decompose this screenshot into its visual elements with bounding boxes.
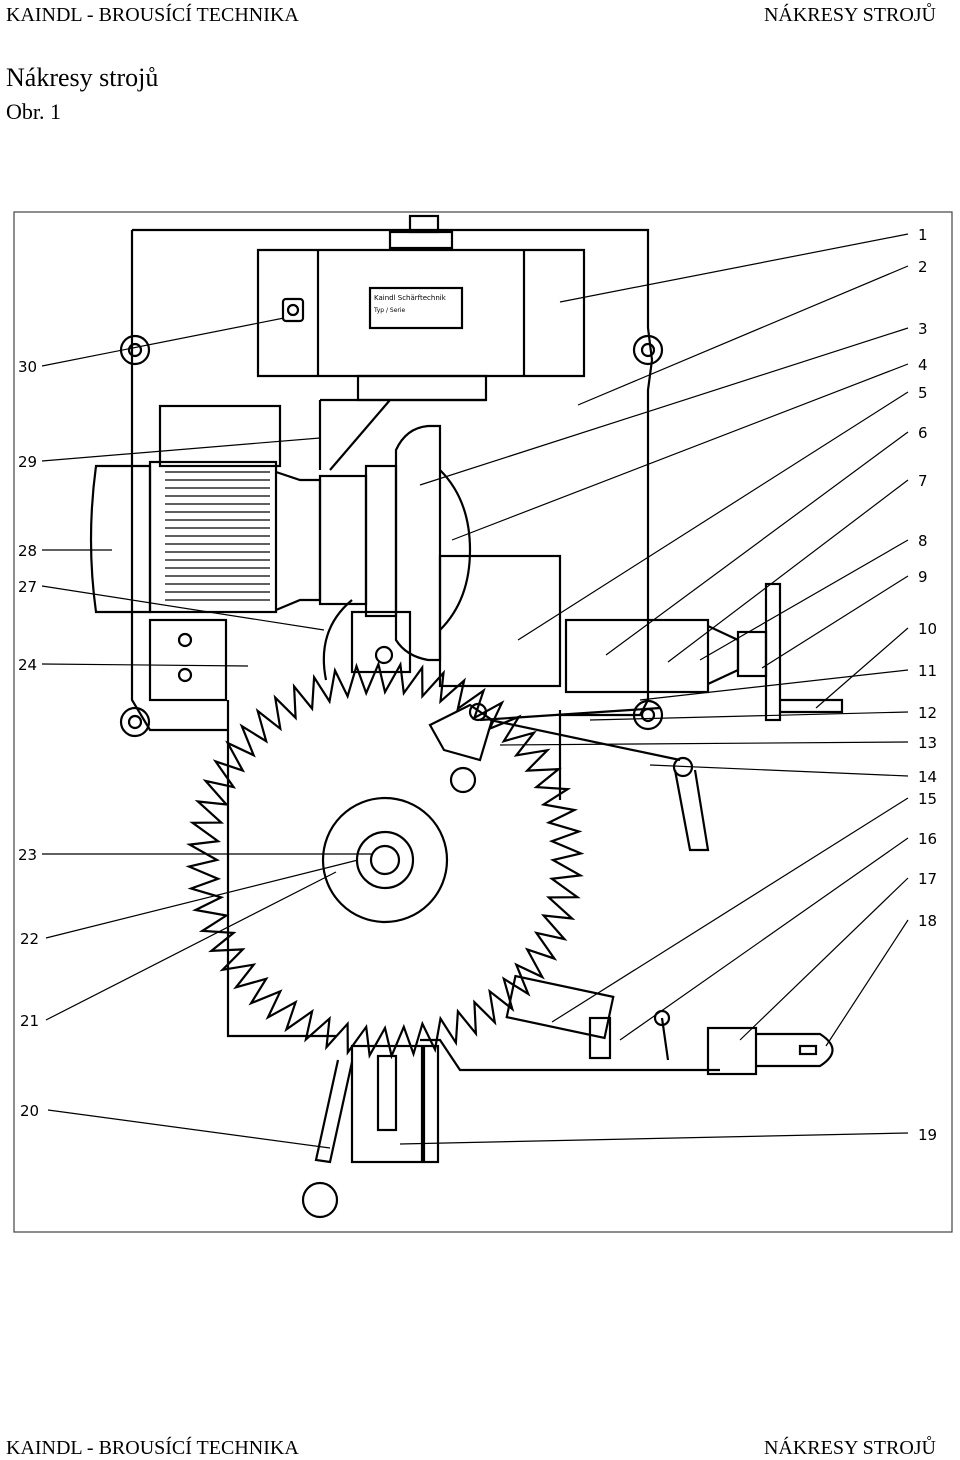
callout-23: 23	[18, 846, 37, 864]
drive-motor	[89, 464, 152, 614]
callout-4: 4	[918, 356, 928, 374]
housing-plate-text: Kaindl Schärftechnik	[374, 294, 447, 302]
callout-19: 19	[918, 1126, 937, 1144]
handle-lever	[314, 1059, 354, 1164]
callout-5: 5	[918, 384, 928, 402]
figure-label: Obr. 1	[6, 99, 61, 124]
power-switch	[281, 297, 305, 323]
bracket	[356, 374, 488, 402]
housing-plate	[368, 286, 464, 330]
callout-24: 24	[18, 656, 37, 674]
callout-3: 3	[918, 320, 928, 338]
callout-numbers: 1 2 3 4 5 6 7 8 9 10 11 12 13 14 15 16 1…	[18, 226, 937, 1144]
callout-11: 11	[918, 662, 937, 680]
motor-block	[158, 404, 282, 468]
callout-10: 10	[918, 620, 937, 638]
wheel-guard	[322, 599, 353, 681]
callout-28: 28	[18, 542, 37, 560]
header-left-text: KAINDL - BROUSÍCÍ TECHNIKA	[6, 4, 299, 26]
motor-cooling-fins	[148, 460, 278, 614]
handle-knob	[301, 1181, 339, 1219]
page-header: KAINDL - BROUSÍCÍ TECHNIKA NÁKRESY STROJ…	[6, 3, 936, 27]
machine-drawing: Kaindl Schärftechnik Typ / Serie	[0, 200, 960, 1240]
clamp-lever	[673, 769, 710, 852]
callout-17: 17	[918, 870, 937, 888]
housing-plate-text-2: Typ / Serie	[373, 307, 406, 314]
callout-16: 16	[918, 830, 937, 848]
callout-7: 7	[918, 472, 928, 490]
leader-lines	[41, 233, 909, 1149]
handwheel	[764, 582, 782, 722]
callout-12: 12	[918, 704, 937, 722]
grinding-wheel	[394, 424, 442, 662]
callout-13: 13	[918, 734, 937, 752]
drawing-frame	[13, 211, 953, 1233]
saw-blade-teeth	[185, 660, 585, 1060]
callout-9: 9	[918, 568, 928, 586]
feed-pawl	[428, 703, 494, 762]
callout-15: 15	[918, 790, 937, 808]
callout-6: 6	[918, 424, 928, 442]
callout-21: 21	[20, 1012, 39, 1030]
page-title: Nákresy strojů	[6, 63, 159, 92]
page-footer: KAINDL - BROUSÍCÍ TECHNIKA NÁKRESY STROJ…	[6, 1436, 936, 1460]
header-right-text: NÁKRESY STROJŮ	[763, 4, 936, 26]
callout-27: 27	[18, 578, 37, 596]
footer-left-text: KAINDL - BROUSÍCÍ TECHNIKA	[6, 1437, 299, 1459]
motor-fin-lines	[165, 471, 270, 601]
footer-right-text: NÁKRESY STROJŮ	[763, 1437, 936, 1459]
left-support	[148, 618, 228, 702]
lower-arm	[226, 700, 336, 1038]
callout-2: 2	[918, 258, 928, 276]
motor-housing	[256, 248, 586, 378]
callout-20: 20	[20, 1102, 39, 1120]
feed-unit	[564, 618, 710, 694]
callout-22: 22	[20, 930, 39, 948]
clamp-body	[505, 974, 615, 1040]
callout-14: 14	[918, 768, 937, 786]
clamp-handle	[706, 1026, 758, 1076]
slide-guide	[350, 1044, 424, 1164]
callout-1: 1	[918, 226, 928, 244]
callout-8: 8	[918, 532, 928, 550]
saw-blade	[185, 660, 585, 1060]
callout-18: 18	[918, 912, 937, 930]
callout-30: 30	[18, 358, 37, 376]
callout-29: 29	[18, 453, 37, 471]
machine-drawing-svg: Kaindl Schärftechnik Typ / Serie	[13, 211, 953, 1233]
